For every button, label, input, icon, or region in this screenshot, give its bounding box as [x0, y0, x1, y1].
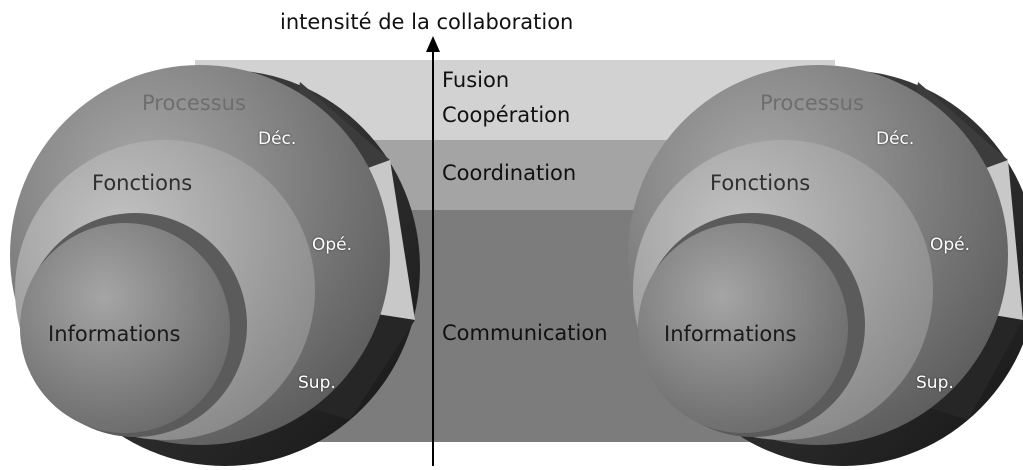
axis-title: intensité de la collaboration	[280, 10, 574, 34]
right-ring-label-informations: Informations	[664, 322, 797, 346]
left-inner-ring	[20, 223, 230, 433]
left-ring-label-processus: Processus	[142, 91, 246, 115]
left-ring-label-informations: Informations	[48, 322, 181, 346]
right-ring-label-processus: Processus	[760, 91, 864, 115]
left-sphere	[10, 65, 420, 466]
right-ring-label-fonctions: Fonctions	[710, 171, 811, 195]
level-coordination: Coordination	[442, 161, 577, 185]
level-cooperation: Coopération	[442, 103, 571, 127]
left-ring-label-fonctions: Fonctions	[92, 171, 193, 195]
right-sphere	[628, 65, 1023, 466]
right-segment-label-sup: Sup.	[916, 373, 954, 393]
axis-arrowhead-icon	[426, 36, 440, 52]
right-segment-label-dec: Déc.	[876, 129, 915, 149]
left-segment-label-sup: Sup.	[298, 373, 336, 393]
level-communication: Communication	[442, 321, 608, 345]
level-fusion: Fusion	[442, 68, 510, 92]
right-inner-ring	[638, 223, 848, 433]
left-segment-label-ope: Opé.	[312, 235, 353, 255]
right-segment-label-ope: Opé.	[930, 235, 971, 255]
left-segment-label-dec: Déc.	[258, 129, 297, 149]
